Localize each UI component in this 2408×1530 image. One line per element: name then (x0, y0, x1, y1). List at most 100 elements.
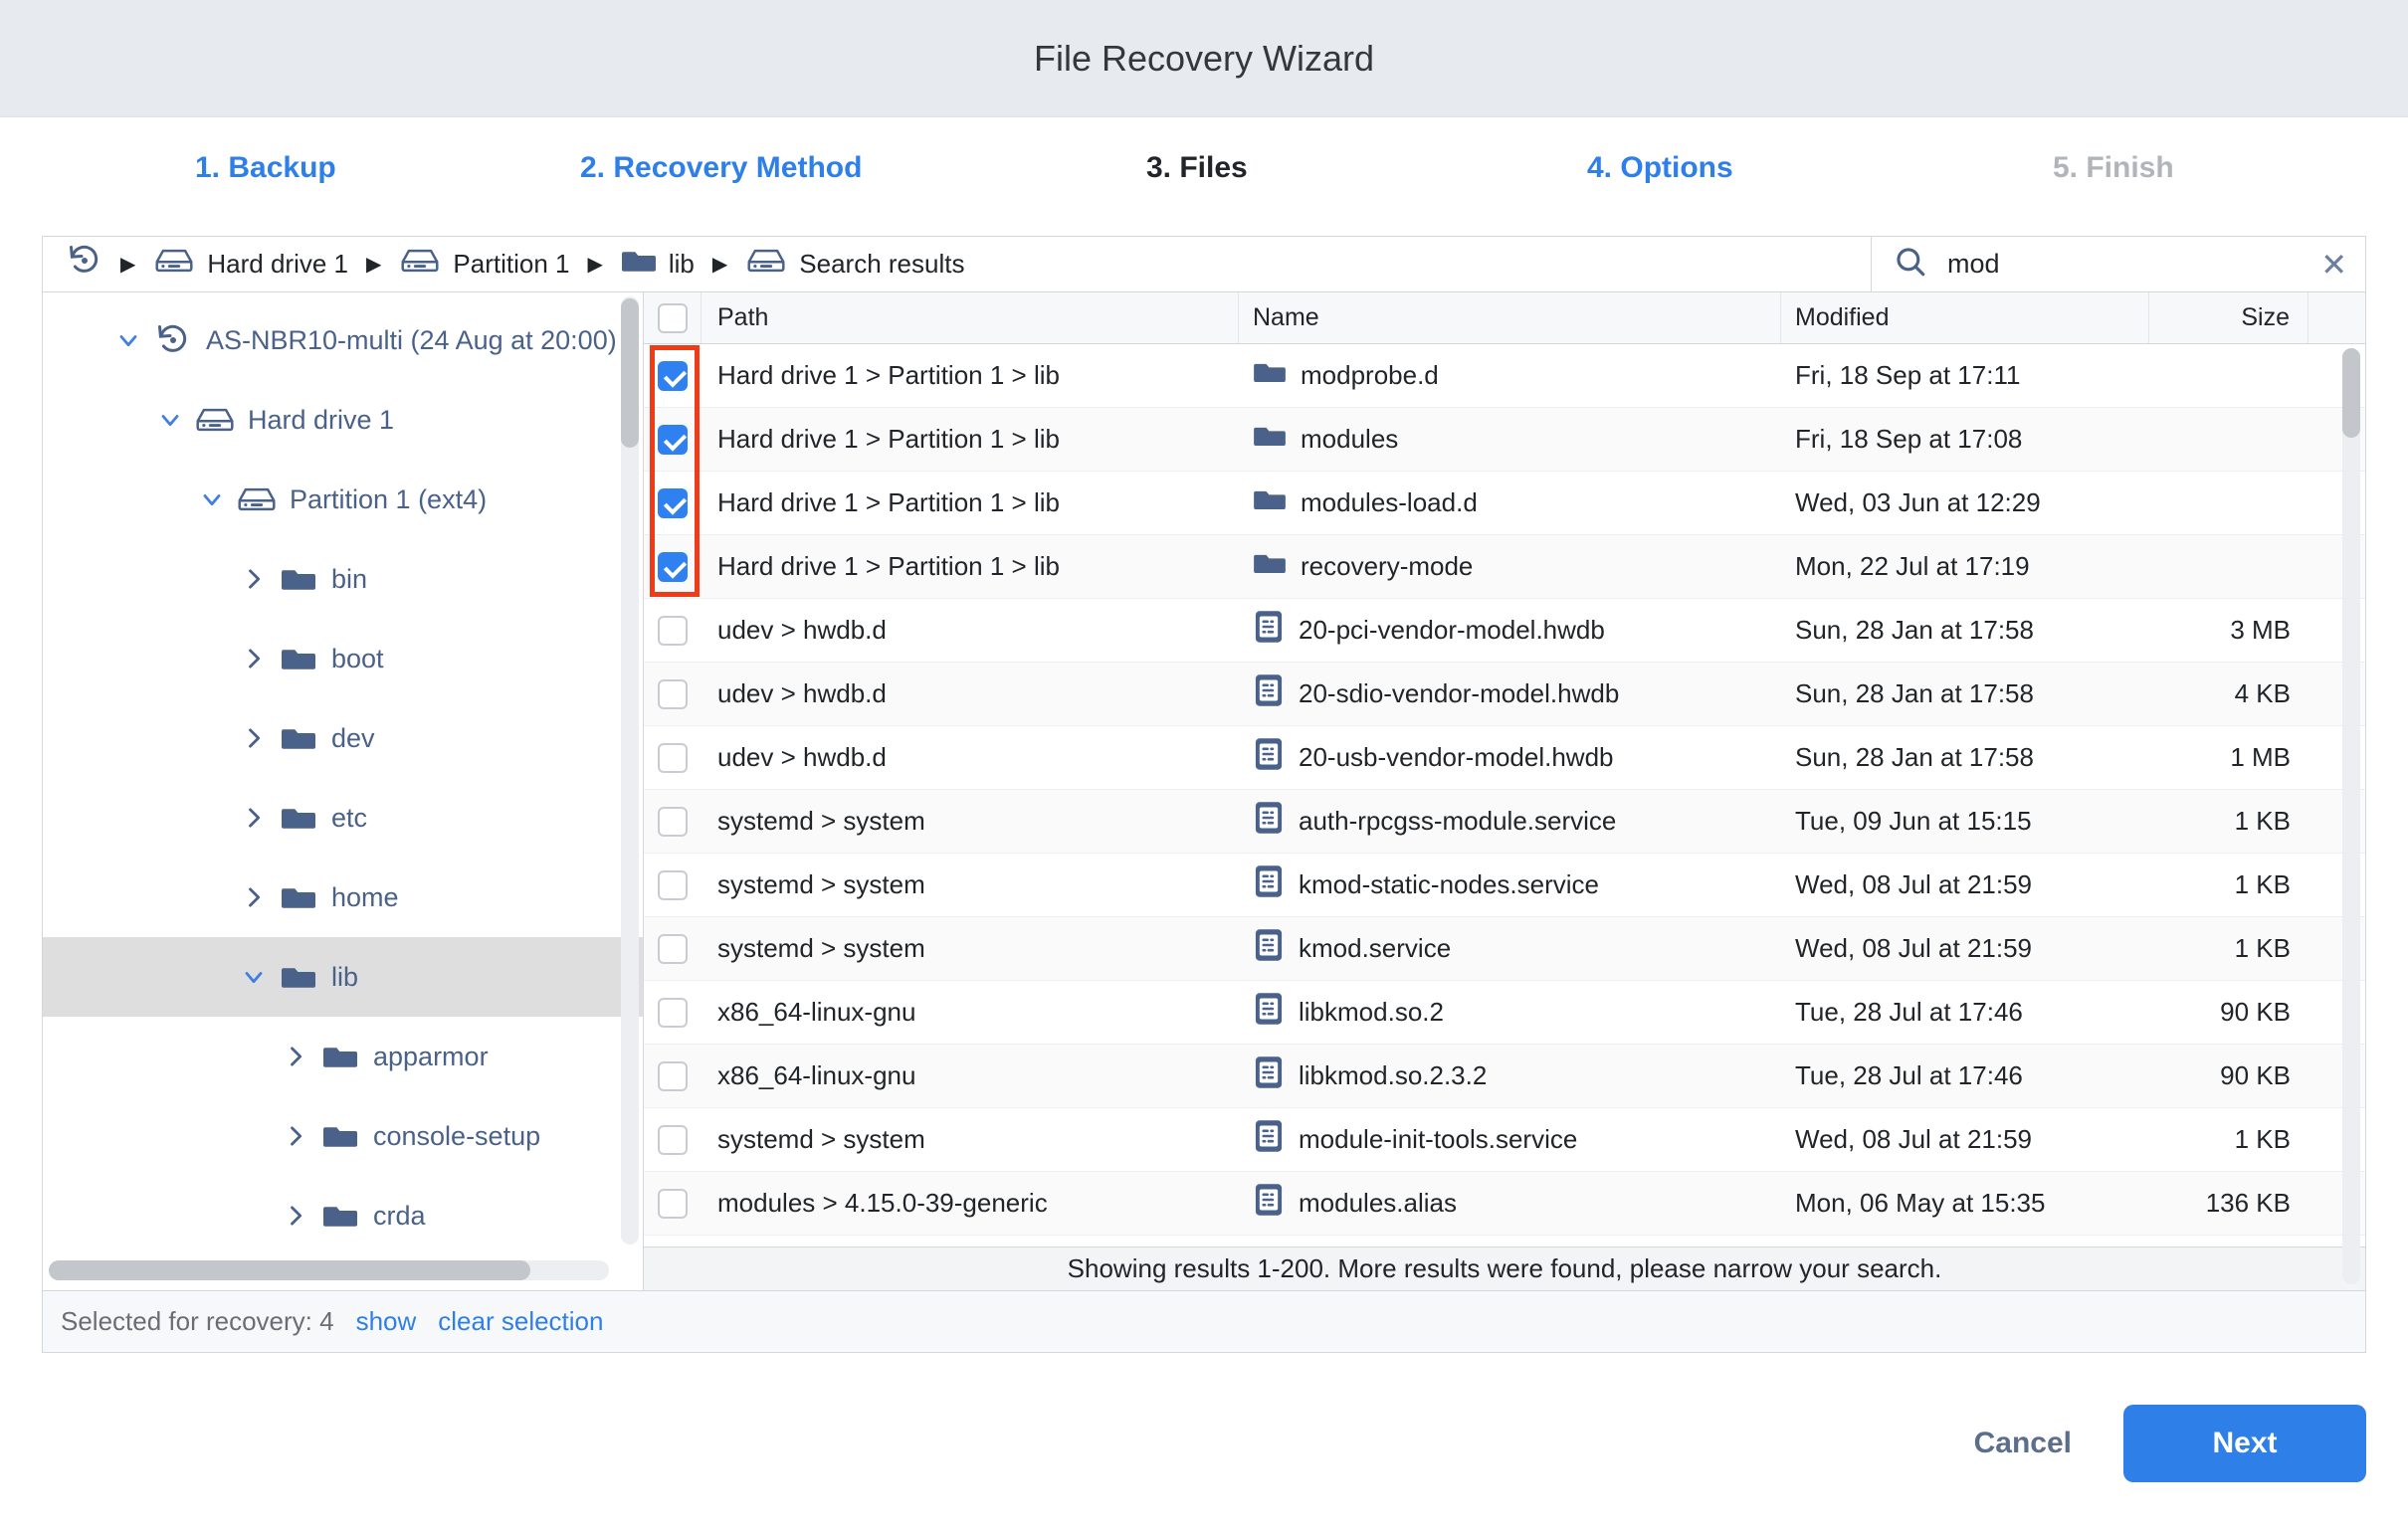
row-checkbox[interactable] (658, 615, 688, 646)
tree-vertical-scrollbar-thumb[interactable] (621, 298, 639, 448)
table-row[interactable]: Hard drive 1 > Partition 1 > lib modules… (644, 472, 2365, 535)
row-checkbox[interactable] (658, 742, 688, 773)
chevron-right-icon[interactable] (232, 724, 276, 752)
tree-item-bin[interactable]: bin (43, 539, 643, 619)
row-checkbox[interactable] (658, 551, 688, 582)
row-checkbox-cell[interactable] (644, 981, 702, 1044)
row-checkbox-cell[interactable] (644, 535, 702, 598)
file-browser-panel: ▶ Hard drive 1 ▶ (42, 236, 2366, 1353)
row-checkbox-cell[interactable] (644, 790, 702, 853)
row-checkbox[interactable] (658, 1188, 688, 1219)
clear-search-icon[interactable]: ✕ (2320, 246, 2347, 283)
chevron-right-icon[interactable] (232, 565, 276, 593)
show-selection-link[interactable]: show (355, 1306, 417, 1336)
breadcrumb-item-restore-point[interactable] (63, 243, 106, 286)
breadcrumb-item-hard-drive-1[interactable]: Hard drive 1 (149, 246, 352, 283)
tree-item-etc[interactable]: etc (43, 778, 643, 858)
tree-item-apparmor[interactable]: apparmor (43, 1017, 643, 1096)
step-options[interactable]: 4. Options (1587, 151, 1733, 184)
table-row[interactable]: systemd > system auth-rpcgss-module.serv… (644, 790, 2365, 854)
chevron-down-icon[interactable] (190, 485, 234, 513)
step-files[interactable]: 3. Files (1146, 151, 1248, 184)
row-checkbox-cell[interactable] (644, 472, 702, 534)
tree-item-partition-1[interactable]: Partition 1 (ext4) (43, 460, 643, 539)
row-checkbox[interactable] (658, 869, 688, 900)
row-checkbox[interactable] (658, 997, 688, 1028)
breadcrumb-item-partition-1[interactable]: Partition 1 (395, 246, 573, 283)
table-row[interactable]: systemd > system kmod.service Wed, 08 Ju… (644, 917, 2365, 981)
hard-drive-icon (192, 405, 238, 435)
tree-item-boot[interactable]: boot (43, 619, 643, 698)
row-checkbox[interactable] (658, 678, 688, 709)
chevron-right-icon[interactable] (232, 804, 276, 832)
table-row[interactable]: udev > hwdb.d 20-sdio-vendor-model.hwdb … (644, 663, 2365, 726)
tree-item-backup-root[interactable]: AS-NBR10-multi (24 Aug at 20:00) (43, 300, 643, 380)
row-checkbox[interactable] (658, 1124, 688, 1155)
row-checkbox-cell[interactable] (644, 917, 702, 980)
cancel-button[interactable]: Cancel (1966, 1413, 2080, 1474)
row-checkbox[interactable] (658, 487, 688, 518)
tree-item-crda[interactable]: crda (43, 1176, 643, 1255)
column-header-path[interactable]: Path (702, 292, 1239, 343)
chevron-right-icon[interactable] (232, 645, 276, 672)
results-vertical-scrollbar[interactable] (2342, 348, 2360, 1284)
row-checkbox-cell[interactable] (644, 408, 702, 471)
row-checkbox-cell[interactable] (644, 1172, 702, 1235)
tree-item-label: etc (331, 802, 368, 833)
hard-drive-icon (399, 246, 441, 283)
next-button[interactable]: Next (2123, 1405, 2366, 1482)
table-row[interactable]: Hard drive 1 > Partition 1 > lib recover… (644, 535, 2365, 599)
results-vertical-scrollbar-thumb[interactable] (2342, 348, 2360, 438)
table-row[interactable]: x86_64-linux-gnu libkmod.so.2.3.2 Tue, 2… (644, 1045, 2365, 1108)
step-backup[interactable]: 1. Backup (195, 151, 336, 184)
table-row[interactable]: modules > 4.15.0-39-generic modules.alia… (644, 1172, 2365, 1236)
breadcrumb-item-search-results[interactable]: Search results (741, 246, 968, 283)
search-icon (1894, 245, 1927, 284)
row-checkbox-cell[interactable] (644, 1108, 702, 1171)
table-row[interactable]: Hard drive 1 > Partition 1 > lib modules… (644, 408, 2365, 472)
search-input[interactable] (1947, 249, 2302, 280)
chevron-right-icon[interactable] (274, 1202, 317, 1230)
table-row[interactable]: udev > hwdb.d 20-usb-vendor-model.hwdb S… (644, 726, 2365, 790)
select-all-cell[interactable] (644, 292, 702, 343)
chevron-down-icon[interactable] (232, 963, 276, 991)
row-checkbox-cell[interactable] (644, 663, 702, 725)
tree-item-home[interactable]: home (43, 858, 643, 937)
column-header-modified[interactable]: Modified (1781, 292, 2149, 343)
chevron-down-icon[interactable] (148, 406, 192, 434)
breadcrumb-item-lib[interactable]: lib (617, 246, 699, 283)
table-row[interactable]: systemd > system module-init-tools.servi… (644, 1108, 2365, 1172)
tree-item-lib[interactable]: lib (43, 937, 643, 1017)
table-row[interactable]: x86_64-linux-gnu libkmod.so.2 Tue, 28 Ju… (644, 981, 2365, 1045)
tree-item-dev[interactable]: dev (43, 698, 643, 778)
table-row[interactable]: systemd > system kmod-static-nodes.servi… (644, 854, 2365, 917)
table-row[interactable]: udev > hwdb.d 20-pci-vendor-model.hwdb S… (644, 599, 2365, 663)
column-header-name[interactable]: Name (1239, 292, 1781, 343)
chevron-right-icon[interactable] (274, 1043, 317, 1070)
row-checkbox-cell[interactable] (644, 344, 702, 407)
step-recovery-method[interactable]: 2. Recovery Method (580, 151, 863, 184)
row-checkbox[interactable] (658, 424, 688, 455)
select-all-checkbox[interactable] (657, 302, 688, 333)
row-checkbox[interactable] (658, 933, 688, 964)
chevron-right-icon[interactable] (274, 1122, 317, 1150)
cell-path: Hard drive 1 > Partition 1 > lib (717, 551, 1060, 581)
chevron-right-icon[interactable] (232, 883, 276, 911)
row-checkbox[interactable] (658, 806, 688, 837)
column-header-size[interactable]: Size (2149, 292, 2308, 343)
row-checkbox-cell[interactable] (644, 854, 702, 916)
row-checkbox-cell[interactable] (644, 1045, 702, 1107)
row-checkbox-cell[interactable] (644, 599, 702, 662)
tree-vertical-scrollbar[interactable] (621, 296, 639, 1244)
row-checkbox-cell[interactable] (644, 726, 702, 789)
clear-selection-link[interactable]: clear selection (438, 1306, 604, 1336)
tree-item-console-setup[interactable]: console-setup (43, 1096, 643, 1176)
search-box[interactable]: ✕ (1871, 237, 2365, 291)
tree-horizontal-scrollbar-thumb[interactable] (49, 1260, 531, 1280)
row-checkbox[interactable] (658, 360, 688, 391)
tree-item-hard-drive-1[interactable]: Hard drive 1 (43, 380, 643, 460)
chevron-down-icon[interactable] (106, 326, 150, 354)
row-checkbox[interactable] (658, 1060, 688, 1091)
tree-horizontal-scrollbar[interactable] (49, 1260, 609, 1280)
table-row[interactable]: Hard drive 1 > Partition 1 > lib modprob… (644, 344, 2365, 408)
